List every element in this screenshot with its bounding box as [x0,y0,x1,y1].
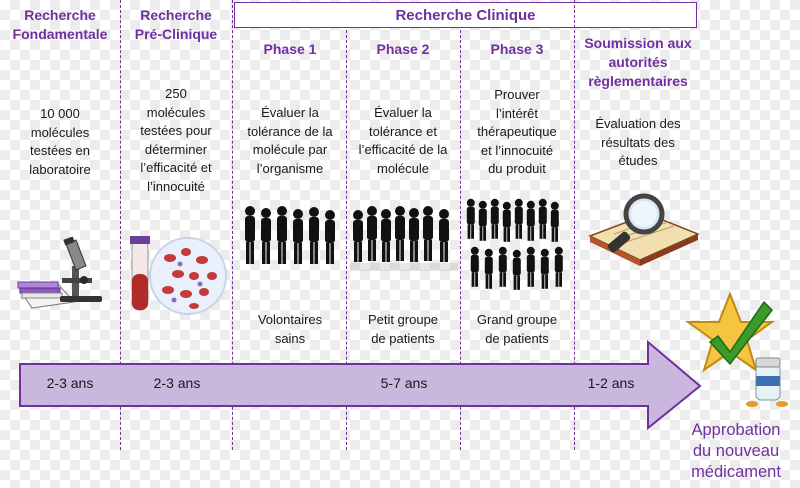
separator-line [460,30,461,450]
column-title-phase1: Phase 1 [263,41,317,57]
subjects-phase3: Grand groupe de patients [476,312,558,346]
column-title-phase2: Phase 2 [376,41,430,57]
column-body-soumission: Évaluation des résultats des études [595,116,681,168]
separator-line [232,0,233,450]
duration-preclinique: 2-3 ans [153,375,201,391]
approval-text: Approbation du nouveau médicament [691,421,781,481]
separator-line [574,0,575,450]
separator-line [346,30,347,450]
blood-sample-icon [130,236,227,315]
duration-clinique: 5-7 ans [380,375,428,391]
column-title-soumission: Soumission aux autorités règlementaires [584,35,692,89]
duration-soumission: 1-2 ans [587,375,635,391]
microscope-icon [17,236,102,309]
column-body-phase2: Évaluer la tolérance et l’efficacité de … [358,105,448,176]
column-title-preclinique: Recherche Pré-Clinique [134,7,218,42]
duration-fondamentale: 2-3 ans [46,375,94,391]
column-body-phase3: Prouver l’intérêt thérapeutique et l’inn… [477,87,557,176]
volunteers-group-icon [245,206,335,264]
column-body-fondamentale: 10 000 molécules testées en laboratoire [29,106,91,177]
column-body-phase1: Évaluer la tolérance de la molécule par … [247,105,333,176]
column-title-phase3: Phase 3 [490,41,544,57]
subjects-phase2: Petit groupe de patients [367,312,439,346]
column-title-fondamentale: Recherche Fondamentale [12,7,108,42]
separator-line [120,0,121,450]
magnifier-document-icon [588,193,700,266]
timeline-arrow [19,339,702,431]
large-patient-group-icon [466,198,563,290]
column-body-preclinique: 250 molécules testées pour déterminer l’… [140,86,212,194]
small-patient-group-icon [350,206,458,271]
clinical-research-header: Recherche Clinique [234,2,697,28]
approval-star-icon [684,291,788,407]
subjects-phase1: Volontaires sains [257,312,323,346]
